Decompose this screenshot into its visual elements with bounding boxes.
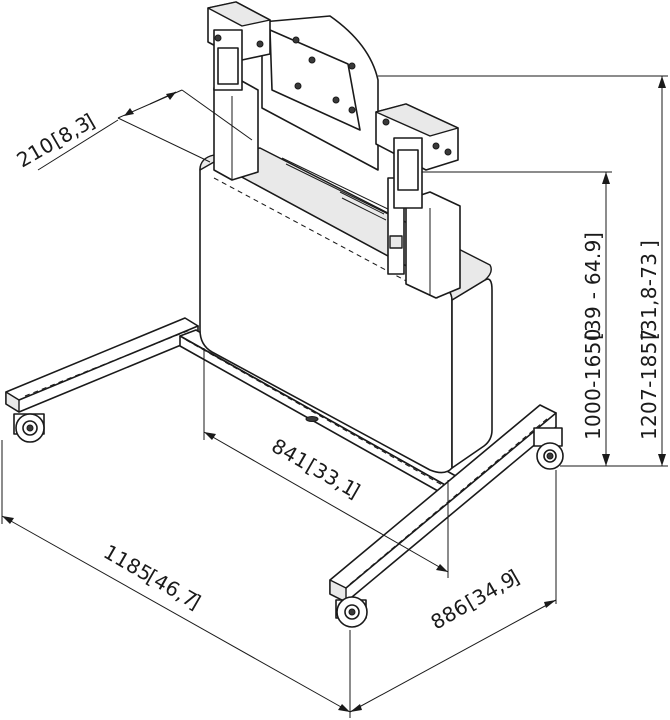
svg-text:]: ] <box>581 232 605 240</box>
label-1207-1857-alt: 31,8-73 <box>637 253 661 332</box>
label-886: 886 [ 34,9 ] <box>427 564 524 634</box>
label-841: 841 [ 33,1 ] <box>268 434 365 504</box>
label-1207-1857: 1207-1857 [ 31,8-73 ] <box>637 240 661 440</box>
dim-1185 <box>1 440 351 718</box>
left-foot <box>5 317 199 443</box>
label-1000-1650-alt: 39 - 64.9 <box>581 239 605 332</box>
dim-841 <box>203 348 449 578</box>
right-foot <box>329 404 564 628</box>
dim-886 <box>349 470 557 713</box>
mounting-plate <box>207 1 459 209</box>
svg-text:[: [ <box>581 332 605 340</box>
column-housing <box>199 147 493 474</box>
dim-210 <box>37 89 253 171</box>
svg-text:]: ] <box>637 240 661 248</box>
dim-1000-1650 <box>422 171 612 467</box>
label-1207-1857-value: 1207-1857 <box>637 328 661 440</box>
dim-1207-1857 <box>378 75 668 467</box>
label-1000-1650: 1000-1650 [ 39 - 64.9 ] <box>581 232 605 440</box>
label-1185: 1185 [ 46,7 ] <box>100 540 206 615</box>
label-1000-1650-value: 1000-1650 <box>581 328 605 440</box>
svg-text:[: [ <box>637 332 661 340</box>
